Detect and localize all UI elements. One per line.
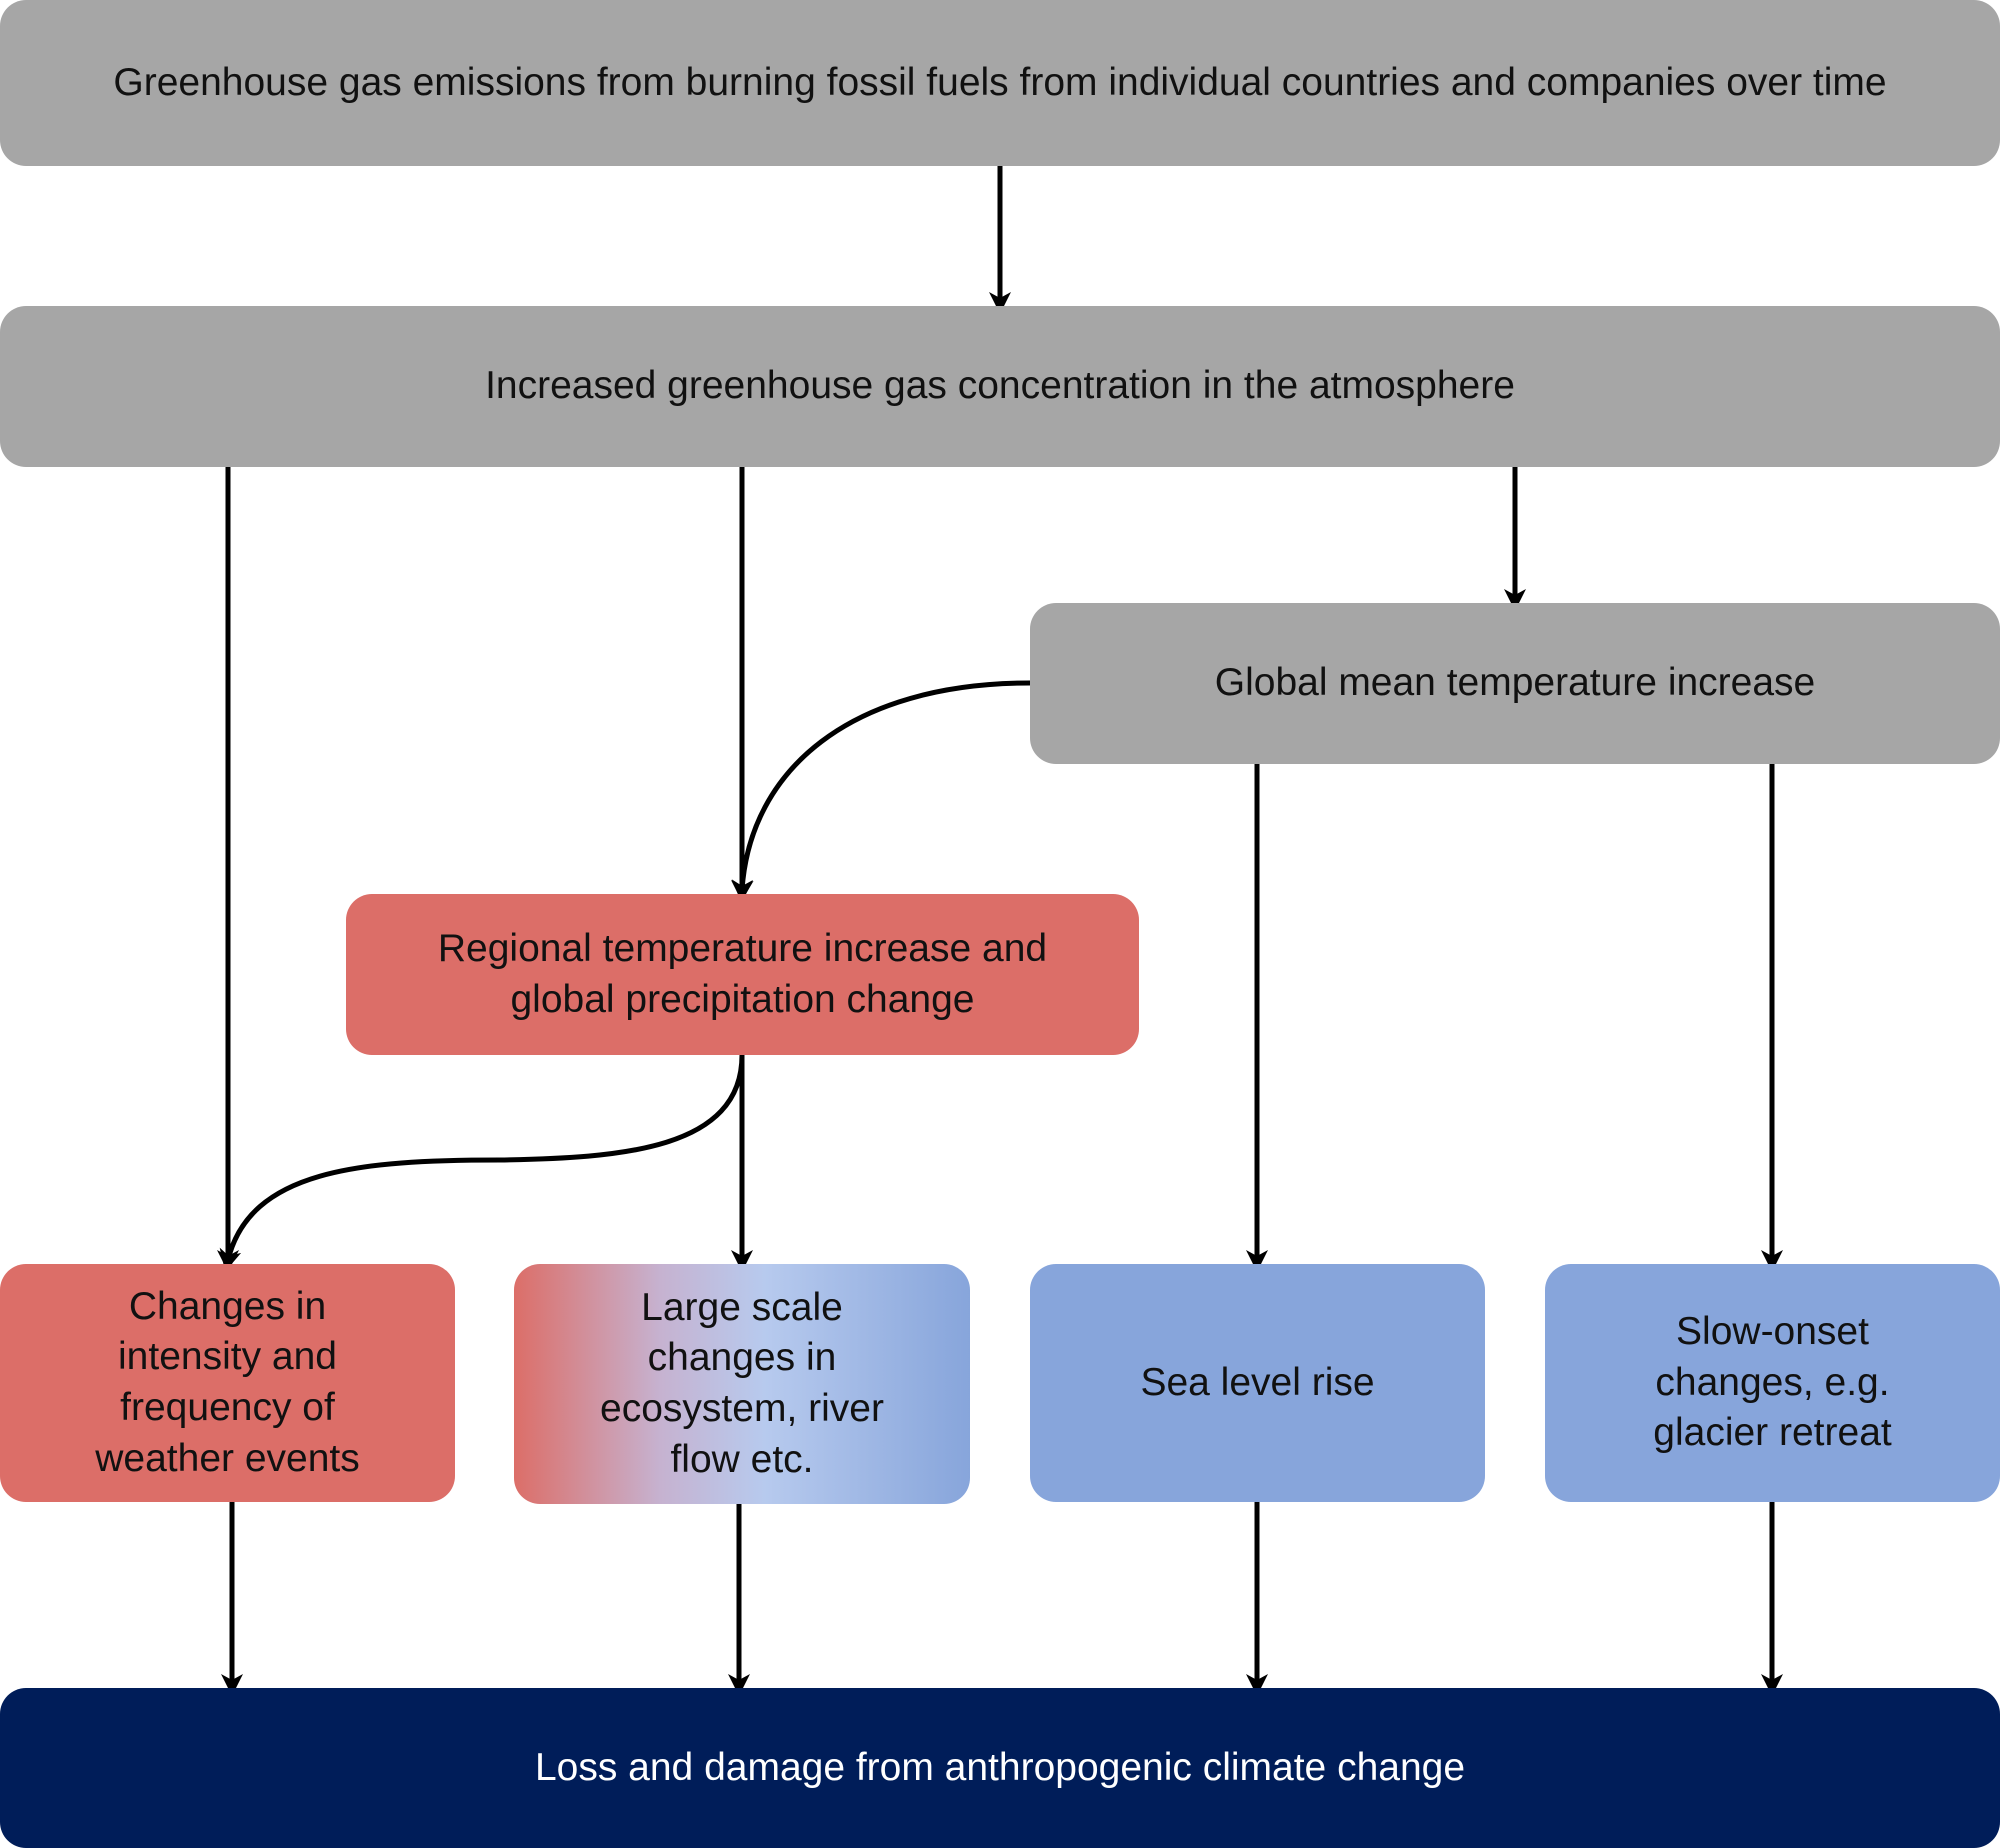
arrow-regional-to-weather xyxy=(219,1054,745,1272)
node-slow-onset-line-1: Slow-onset xyxy=(1676,1309,1869,1353)
node-ghg-emissions-label: Greenhouse gas emissions from burning fo… xyxy=(113,60,1887,104)
node-global-mean-temperature: Global mean temperature increase xyxy=(1030,603,2000,764)
node-slow-onset-changes: Slow-onset changes, e.g. glacier retreat xyxy=(1545,1264,2000,1502)
node-global-mean-temperature-label: Global mean temperature increase xyxy=(1214,661,1816,705)
node-sea-level-rise: Sea level rise xyxy=(1030,1264,1485,1502)
node-large-scale-line-2: changes in xyxy=(647,1336,837,1380)
node-large-scale-changes: Large scale changes in ecosystem, river … xyxy=(514,1264,970,1504)
node-large-scale-line-1: Large scale xyxy=(641,1285,843,1329)
node-sea-level-rise-label: Sea level rise xyxy=(1140,1360,1375,1404)
arrow-global-to-regional xyxy=(731,680,1031,902)
node-ghg-concentration-label: Increased greenhouse gas concentration i… xyxy=(485,364,1515,408)
node-regional-line-2: global precipitation change xyxy=(510,977,975,1021)
node-slow-onset-line-3: glacier retreat xyxy=(1653,1411,1892,1455)
node-loss-and-damage: Loss and damage from anthropogenic clima… xyxy=(0,1688,2000,1848)
node-large-scale-text: Large scale changes in ecosystem, river … xyxy=(600,1283,884,1486)
node-slow-onset-line-2: changes, e.g. xyxy=(1655,1360,1890,1404)
node-regional-temperature-precipitation: Regional temperature increase and global… xyxy=(346,894,1139,1055)
node-regional-line-1: Regional temperature increase and xyxy=(437,926,1048,970)
node-weather-text: Changes in intensity and frequency of we… xyxy=(95,1282,360,1485)
node-weather-line-3: frequency of xyxy=(120,1386,335,1429)
node-weather-line-4: weather events xyxy=(95,1436,360,1480)
node-ghg-concentration: Increased greenhouse gas concentration i… xyxy=(0,306,2000,467)
node-ghg-emissions: Greenhouse gas emissions from burning fo… xyxy=(0,0,2000,166)
node-large-scale-line-4: flow etc. xyxy=(670,1437,814,1481)
node-large-scale-line-3: ecosystem, river xyxy=(600,1387,884,1430)
node-weather-line-1: Changes in xyxy=(128,1284,327,1328)
node-loss-and-damage-label: Loss and damage from anthropogenic clima… xyxy=(534,1745,1466,1789)
node-weather-events: Changes in intensity and frequency of we… xyxy=(0,1264,455,1502)
node-regional-text: Regional temperature increase and global… xyxy=(438,924,1047,1025)
node-slow-onset-text: Slow-onset changes, e.g. glacier retreat xyxy=(1653,1307,1891,1459)
node-weather-line-2: intensity and xyxy=(118,1335,337,1379)
